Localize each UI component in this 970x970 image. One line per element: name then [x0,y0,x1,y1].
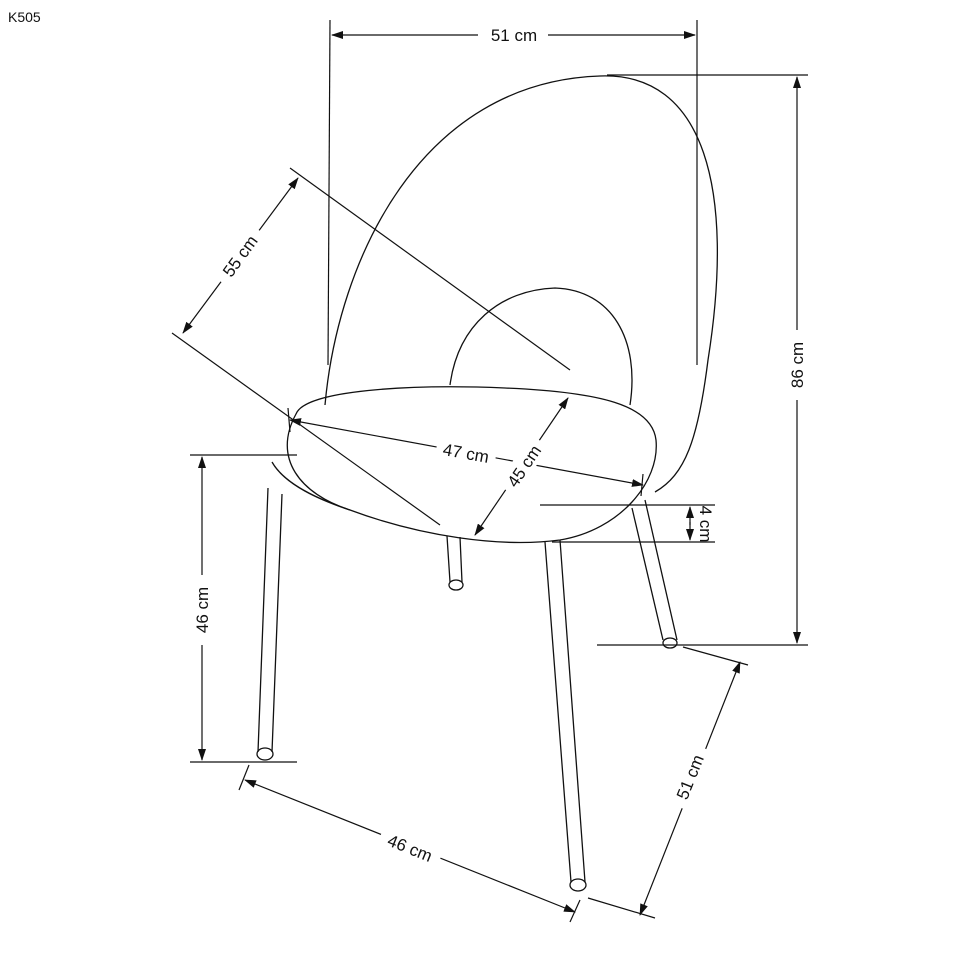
seat-bottom [271,461,351,511]
backrest-outer [324,75,718,493]
svg-text:86 cm: 86 cm [788,342,807,388]
model-code: K505 [8,9,41,25]
foot-back-right [662,637,678,649]
seat [286,386,657,544]
svg-text:46 cm: 46 cm [193,587,212,633]
dimension-seat-width: 47 cm [287,407,644,497]
dimension-base-width: 46 cm [238,764,581,923]
foot-front-right [569,878,587,892]
dimension-seat-height: 46 cm [190,454,297,763]
dimension-width-top: 51 cm [327,19,698,366]
foot-back-left [448,579,464,591]
leg-front-right [544,539,586,883]
svg-text:51 cm: 51 cm [491,26,537,45]
svg-text:4 cm: 4 cm [696,506,715,543]
leg-back-left [446,535,463,583]
dimension-height-total: 86 cm [597,74,808,646]
dimension-base-depth: 51 cm [587,646,749,919]
foot-front-left [256,747,274,761]
backrest-inner [449,287,633,406]
leg-front-left [257,487,283,753]
dimension-seat-thickness: 4 cm [540,504,715,543]
chair-outline [256,75,718,892]
leg-back-right [631,499,678,641]
